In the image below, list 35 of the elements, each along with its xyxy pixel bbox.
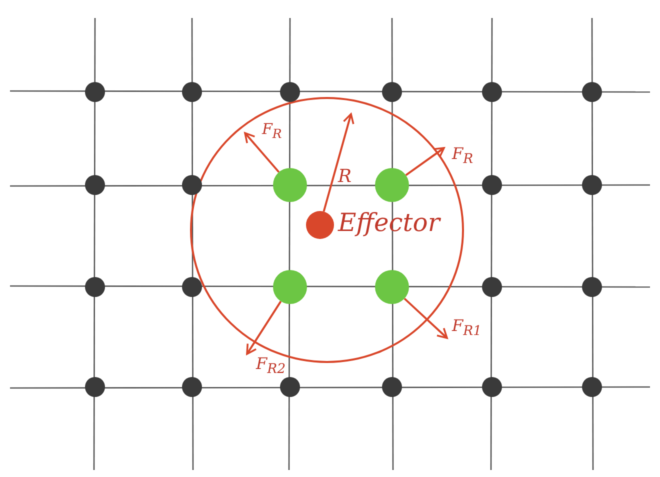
edge-label: F$_{R}$ [262,122,282,140]
lattice-dot [85,377,105,397]
force-arrow [244,132,280,173]
force-arrow [405,147,445,176]
lattice-dot [182,82,202,102]
lattice-dot [382,82,402,102]
particle-dot [375,270,409,304]
lattice-dot [182,377,202,397]
lattice-dot [85,277,105,297]
lattice-dot [280,377,300,397]
particle-dot [273,270,307,304]
lattice-dot [582,175,602,195]
lattice-dot [582,377,602,397]
effector-dot [306,211,334,239]
force-arrow [322,113,354,212]
lattice-dot [482,377,502,397]
lattice-dot [482,82,502,102]
lattice-dot [582,82,602,102]
particle-dot [273,168,307,202]
lattice-dot [482,277,502,297]
lattice-dot [85,175,105,195]
lattice-dot [382,377,402,397]
force-arrow [404,298,448,339]
lattice-dot [582,277,602,297]
lattice-dot [182,277,202,297]
edge-label: R [338,168,352,186]
lattice-dot [280,82,300,102]
edge-label: F$_{R1}$ [452,318,482,339]
lattice-dot [85,82,105,102]
edge-label: F$_{R}$ [452,146,474,167]
force-arrow [246,300,282,355]
edge-label: F$_{R2}$ [256,356,286,377]
particle-dot [375,168,409,202]
lattice-dot [182,175,202,195]
lattice-dot [482,175,502,195]
